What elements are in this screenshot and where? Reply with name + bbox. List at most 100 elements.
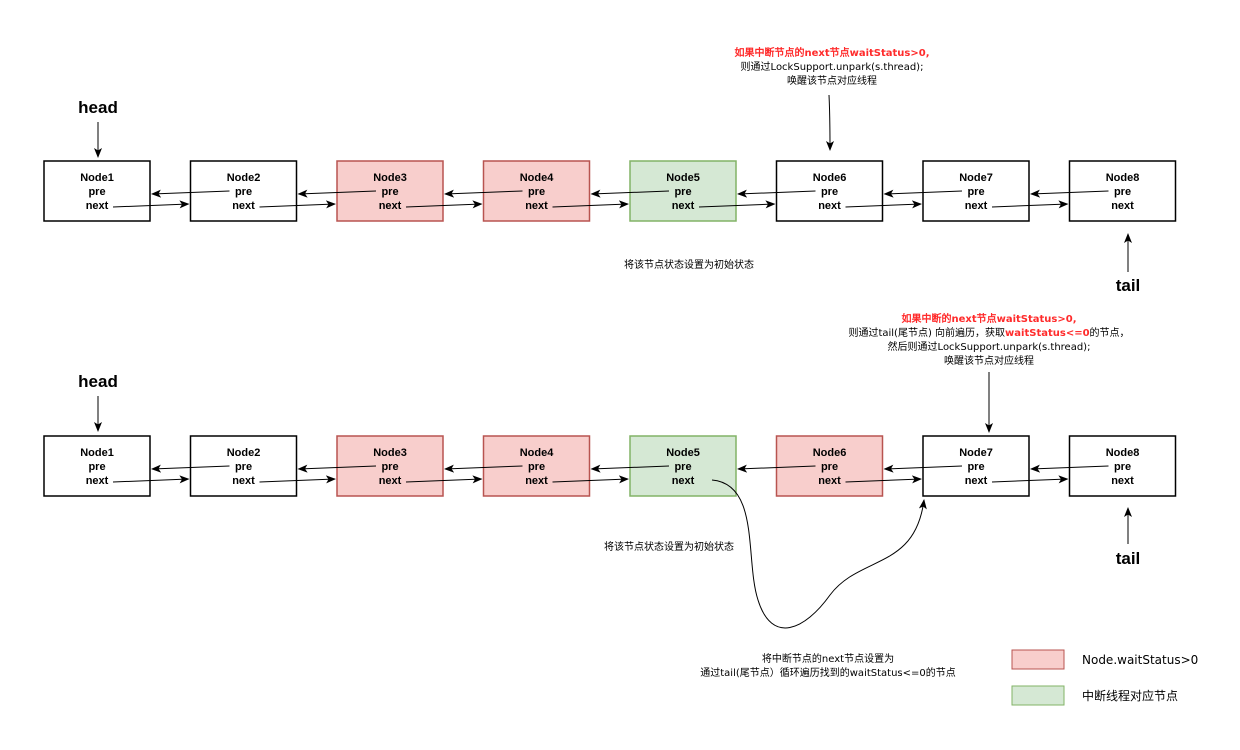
node-pre: pre xyxy=(235,186,252,198)
node-name: Node1 xyxy=(80,172,114,184)
node-box xyxy=(922,435,1030,497)
node-box xyxy=(336,160,444,222)
node-pre: pre xyxy=(88,186,105,198)
node-next: next xyxy=(1111,475,1134,487)
node-next: next xyxy=(525,200,548,212)
node-row: Node1prenextNode2prenextNode3prenextNode… xyxy=(43,435,1177,497)
note-condition: 如果中断节点的next节点waitStatus>0, xyxy=(734,46,929,59)
node-2: Node2 pre next xyxy=(189,435,298,497)
node-next: next xyxy=(232,200,255,212)
note-condition: 如果中断的next节点waitStatus>0, xyxy=(901,312,1076,325)
pre-arrow xyxy=(151,189,230,198)
node-pre: pre xyxy=(381,186,398,198)
node-pre: pre xyxy=(88,461,105,473)
next-arrow xyxy=(698,200,776,209)
node-pre: pre xyxy=(821,186,838,198)
next-arrow xyxy=(991,200,1069,209)
next-arrow xyxy=(845,475,922,484)
node-name: Node8 xyxy=(1106,172,1140,184)
curve-note-line1: 将中断节点的next节点设置为 xyxy=(762,652,894,665)
pre-arrow xyxy=(737,189,816,198)
tail-label: tail xyxy=(1116,276,1141,295)
node-name: Node2 xyxy=(227,172,261,184)
link-arrows xyxy=(112,464,1109,484)
note-arrow xyxy=(825,94,834,151)
next-arrow xyxy=(112,475,190,484)
next-arrow xyxy=(405,475,483,484)
diagram-1: head Node1prenextNode2prenextNode3prenex… xyxy=(43,46,1177,295)
next-arrow xyxy=(552,200,629,209)
node-next: next xyxy=(672,475,695,487)
curve-note-line2: 通过tail(尾节点）循环遍历找到的waitStatus<=0的节点 xyxy=(700,666,956,679)
pre-arrow xyxy=(737,464,816,473)
pre-arrow xyxy=(297,189,377,198)
link-arrows xyxy=(112,189,1109,209)
node-box xyxy=(482,435,591,497)
next-arrow xyxy=(405,200,483,209)
pre-arrow xyxy=(883,464,963,473)
node-next: next xyxy=(86,200,109,212)
legend-label-interrupted: 中断线程对应节点 xyxy=(1082,688,1178,703)
note-wake: 唤醒该节点对应线程 xyxy=(944,354,1034,367)
node-box xyxy=(775,160,884,222)
pre-arrow xyxy=(590,464,670,473)
node-name: Node3 xyxy=(373,447,407,459)
node-next: next xyxy=(379,475,402,487)
reset-state-note: 将该节点状态设置为初始状态 xyxy=(604,540,734,553)
node-box xyxy=(336,435,444,497)
node-box xyxy=(1068,160,1177,222)
node-next: next xyxy=(818,475,841,487)
reset-state-note: 将该节点状态设置为初始状态 xyxy=(624,258,754,271)
next-arrow xyxy=(259,475,336,484)
node-pre: pre xyxy=(967,186,984,198)
node-name: Node7 xyxy=(959,172,993,184)
note-unpark: 则通过LockSupport.unpark(s.thread); xyxy=(741,60,924,73)
node-box xyxy=(629,160,737,222)
node-name: Node2 xyxy=(227,447,261,459)
node-pre: pre xyxy=(674,186,691,198)
node-pre: pre xyxy=(528,186,545,198)
node-name: Node7 xyxy=(959,447,993,459)
node-next: next xyxy=(86,475,109,487)
node-7: Node7 pre next xyxy=(922,435,1030,497)
node-name: Node5 xyxy=(666,447,700,459)
node-7: Node7 pre next xyxy=(922,160,1030,222)
pre-arrow xyxy=(151,464,230,473)
tail-label: tail xyxy=(1116,549,1141,568)
node-box xyxy=(43,160,151,222)
next-arrow xyxy=(845,200,922,209)
node-next: next xyxy=(965,475,988,487)
node-box xyxy=(189,160,298,222)
head-label: head xyxy=(78,372,118,391)
note-wake: 唤醒该节点对应线程 xyxy=(787,74,877,87)
node-8: Node8 pre next xyxy=(1068,160,1177,222)
node-next: next xyxy=(672,200,695,212)
pre-arrow xyxy=(590,189,670,198)
node-1: Node1 pre next xyxy=(43,160,151,222)
node-pre: pre xyxy=(967,461,984,473)
pre-arrow xyxy=(444,189,523,198)
node-next: next xyxy=(232,475,255,487)
legend-swatch-cancelled xyxy=(1011,649,1065,670)
node-pre: pre xyxy=(1114,461,1131,473)
node-4: Node4 pre next xyxy=(482,160,591,222)
node-pre: pre xyxy=(1114,186,1131,198)
node-name: Node4 xyxy=(520,172,555,184)
node-pre: pre xyxy=(235,461,252,473)
node-2: Node2 pre next xyxy=(189,160,298,222)
node-next: next xyxy=(965,200,988,212)
skip-link-curve xyxy=(711,479,927,629)
pre-arrow xyxy=(1030,464,1109,473)
node-next: next xyxy=(1111,200,1134,212)
legend: Node.waitStatus>0 中断线程对应节点 xyxy=(1011,649,1198,706)
node-next: next xyxy=(525,475,548,487)
node-name: Node6 xyxy=(813,172,847,184)
